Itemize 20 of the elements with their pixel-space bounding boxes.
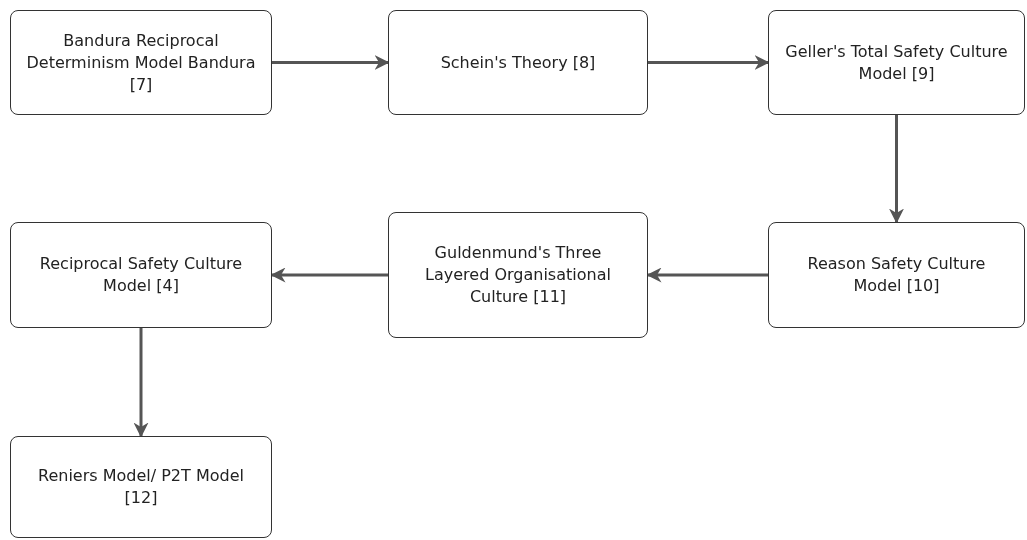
arrow [646,267,768,283]
arrow [270,267,388,283]
box-label: Bandura Reciprocal Determinism Model Bandura [7] [25,29,257,96]
arrow [889,115,904,224]
box-label: Guldenmund's Three Layered Organisational Culture [11] [424,242,612,308]
process-box [10,10,272,115]
box-label: Schein's Theory [8] [440,51,596,74]
box-label: Reason Safety Culture Model [10] [806,253,987,297]
process-box [388,212,648,338]
box-label: Geller's Total Safety Culture Model [9] [784,40,1009,85]
process-box [10,436,272,538]
process-box [388,10,648,115]
process-box [768,10,1025,115]
arrow [648,55,770,70]
arrow [133,328,149,438]
box-label: Reniers Model/ P2T Model [12] [37,465,245,509]
process-box [768,222,1025,328]
arrow [272,55,390,70]
process-box [10,222,272,328]
box-label: Reciprocal Safety Culture Model [4] [38,253,244,297]
